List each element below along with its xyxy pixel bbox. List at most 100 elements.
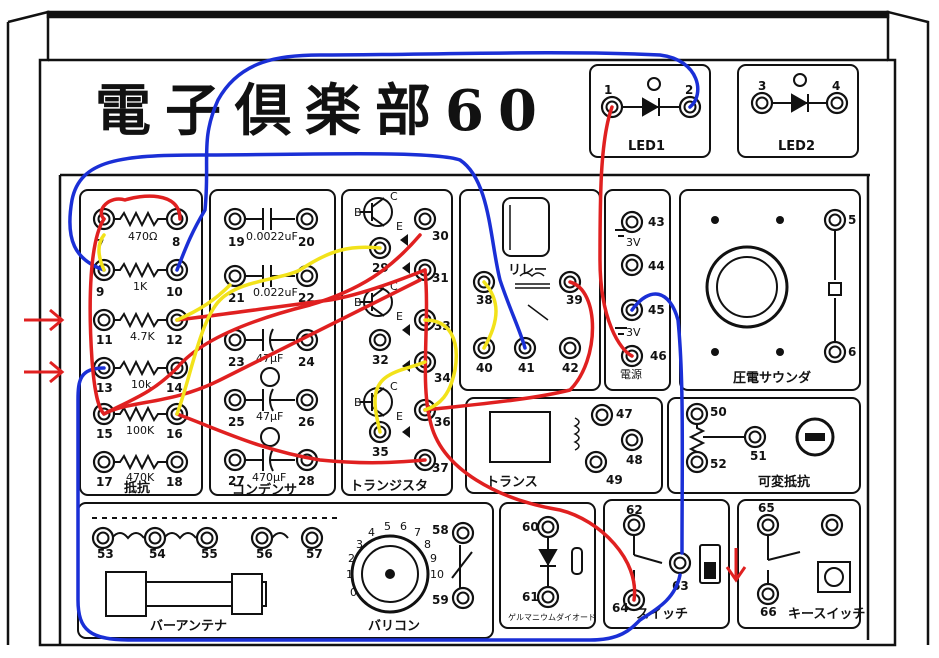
terminal-48[interactable] bbox=[620, 428, 644, 452]
svg-text:44: 44 bbox=[648, 259, 665, 273]
wire-red bbox=[423, 268, 637, 602]
arrow-right-icon bbox=[24, 308, 65, 332]
svg-text:9: 9 bbox=[430, 552, 437, 565]
terminal-8[interactable] bbox=[165, 207, 189, 231]
terminal-54[interactable] bbox=[143, 526, 167, 550]
terminal-30[interactable] bbox=[413, 207, 437, 231]
resistor-panel: 470Ω 1K 4.7K 10k 100K 470K 7 8 9 10 11 1… bbox=[79, 189, 203, 496]
led1-panel: 1 2 LED1 bbox=[589, 64, 711, 158]
wire-red bbox=[102, 366, 179, 416]
terminal-44[interactable] bbox=[620, 253, 644, 277]
svg-text:23: 23 bbox=[228, 355, 245, 369]
terminal-57[interactable] bbox=[300, 526, 324, 550]
terminal-58[interactable] bbox=[451, 521, 475, 545]
svg-text:2: 2 bbox=[685, 83, 693, 97]
svg-text:57: 57 bbox=[306, 547, 323, 561]
wire-blue bbox=[68, 152, 527, 350]
wires bbox=[68, 51, 700, 642]
led1-label: LED1 bbox=[628, 139, 665, 154]
svg-text:C: C bbox=[390, 380, 398, 393]
wire-red bbox=[175, 412, 427, 465]
terminal-5[interactable] bbox=[823, 208, 847, 232]
terminal-21[interactable] bbox=[223, 264, 247, 288]
terminal-59[interactable] bbox=[451, 586, 475, 610]
switch-label: スイッチ bbox=[636, 607, 688, 622]
svg-text:27: 27 bbox=[228, 474, 245, 488]
svg-text:59: 59 bbox=[432, 593, 449, 607]
svg-text:37: 37 bbox=[432, 461, 449, 475]
arrow-markers bbox=[24, 308, 747, 583]
terminal-25[interactable] bbox=[223, 388, 247, 412]
terminal-32[interactable] bbox=[368, 328, 392, 352]
germanium-diode-label: ゲルマニウムダイオード bbox=[508, 612, 596, 622]
terminal-key-b[interactable] bbox=[820, 513, 844, 537]
svg-text:6: 6 bbox=[400, 520, 407, 533]
capacitor-panel-label: コンデンサ bbox=[232, 482, 297, 498]
svg-text:40: 40 bbox=[476, 361, 493, 375]
transformer-label: トランス bbox=[486, 475, 538, 490]
switch-panel: 62 63 64 スイッチ bbox=[603, 499, 730, 629]
svg-text:C: C bbox=[390, 280, 398, 293]
antenna-panel: 53 54 55 56 57 バーアンテナ 0 1 2 3 4 5 6 7 8 … bbox=[77, 502, 494, 639]
terminal-43[interactable] bbox=[620, 210, 644, 234]
terminal-3[interactable] bbox=[750, 91, 774, 115]
terminal-61[interactable] bbox=[536, 585, 560, 609]
led2-label: LED2 bbox=[778, 139, 815, 154]
wire-yellow bbox=[482, 280, 498, 350]
svg-text:36: 36 bbox=[434, 415, 451, 429]
wire-red bbox=[423, 280, 595, 412]
terminal-50[interactable] bbox=[685, 402, 709, 426]
terminal-27[interactable] bbox=[223, 448, 247, 472]
terminal-6[interactable] bbox=[823, 340, 847, 364]
wire-red bbox=[99, 194, 182, 221]
svg-text:17: 17 bbox=[96, 475, 113, 489]
svg-text:62: 62 bbox=[626, 503, 643, 517]
terminal-20[interactable] bbox=[295, 207, 319, 231]
svg-text:55: 55 bbox=[201, 547, 218, 561]
svg-text:8: 8 bbox=[172, 235, 180, 249]
bar-antenna-label: バーアンテナ bbox=[150, 619, 227, 634]
terminal-63[interactable] bbox=[668, 551, 692, 575]
battery-panel: 43 44 45 46 3V 3V 電源 bbox=[604, 189, 671, 391]
terminal-60[interactable] bbox=[536, 515, 560, 539]
variable-resistor-label: 可変抵抗 bbox=[758, 474, 810, 490]
terminal-53[interactable] bbox=[91, 526, 115, 550]
resistor-value: 10k bbox=[131, 378, 152, 391]
svg-text:65: 65 bbox=[758, 501, 775, 515]
terminal-49[interactable] bbox=[584, 450, 608, 474]
resistor-panel-label: 抵抗 bbox=[124, 480, 150, 496]
led2-panel: 3 4 LED2 bbox=[737, 64, 859, 158]
arrow-right-icon bbox=[24, 360, 65, 384]
svg-text:46: 46 bbox=[650, 349, 667, 363]
arrow-down-icon bbox=[725, 548, 747, 583]
svg-text:E: E bbox=[396, 220, 403, 233]
svg-text:2: 2 bbox=[348, 552, 355, 565]
svg-text:4: 4 bbox=[832, 79, 840, 93]
svg-text:C: C bbox=[390, 190, 398, 203]
terminal-17[interactable] bbox=[92, 450, 116, 474]
terminal-42[interactable] bbox=[558, 336, 582, 360]
capacitor-value: 0.0022uF bbox=[246, 230, 298, 243]
terminal-19[interactable] bbox=[223, 207, 247, 231]
terminal-18[interactable] bbox=[165, 450, 189, 474]
terminal-66[interactable] bbox=[756, 582, 780, 606]
terminal-65[interactable] bbox=[756, 513, 780, 537]
svg-text:16: 16 bbox=[166, 427, 183, 441]
terminal-55[interactable] bbox=[195, 526, 219, 550]
terminal-11[interactable] bbox=[92, 308, 116, 332]
terminal-26[interactable] bbox=[295, 388, 319, 412]
svg-text:6: 6 bbox=[848, 345, 856, 359]
terminal-62[interactable] bbox=[622, 513, 646, 537]
terminal-56[interactable] bbox=[250, 526, 274, 550]
svg-text:52: 52 bbox=[710, 457, 727, 471]
board-title: 電子倶楽部60 bbox=[95, 78, 551, 144]
svg-text:39: 39 bbox=[566, 293, 583, 307]
terminal-47[interactable] bbox=[590, 403, 614, 427]
terminal-51[interactable] bbox=[743, 425, 767, 449]
terminal-52[interactable] bbox=[685, 450, 709, 474]
board-frame bbox=[6, 10, 930, 647]
svg-text:56: 56 bbox=[256, 547, 273, 561]
svg-text:53: 53 bbox=[97, 547, 114, 561]
terminal-4[interactable] bbox=[825, 91, 849, 115]
